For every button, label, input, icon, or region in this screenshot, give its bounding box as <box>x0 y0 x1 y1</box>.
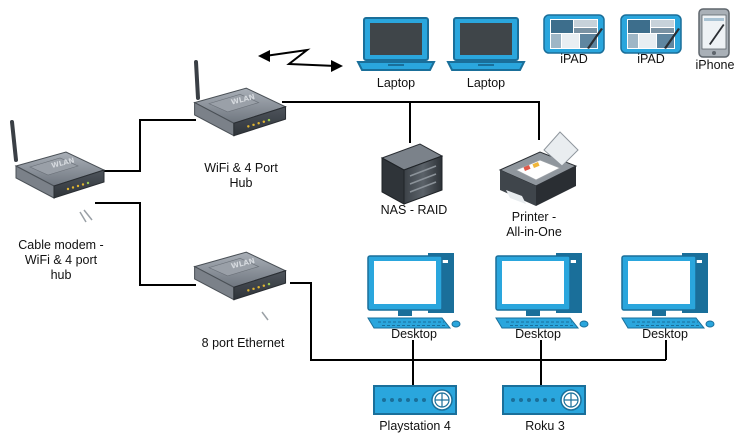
ipad-2-icon <box>620 14 682 54</box>
cable-hub-to-printer <box>282 101 540 140</box>
wireless-arrow-right-icon <box>331 60 343 72</box>
cable-modem-to-wifi-hub <box>95 119 196 172</box>
label-ipad-1: iPAD <box>560 52 588 66</box>
laptop-1-icon <box>357 17 435 71</box>
ethernet-switch-icon <box>194 251 287 321</box>
label-playstation: Playstation 4 <box>379 419 451 433</box>
desktop-3-icon <box>621 252 715 329</box>
desktop-1-icon <box>367 252 461 329</box>
label-roku: Roku 3 <box>525 419 565 433</box>
cable-modem-router-icon <box>10 120 105 223</box>
label-cable-modem: Cable modem - WiFi & 4 port hub <box>18 238 104 282</box>
label-laptop-2: Laptop <box>466 76 506 90</box>
desktop-2-icon <box>495 252 589 329</box>
cable-modem-to-ethernet <box>95 202 196 286</box>
label-desktop-3: Desktop <box>642 327 688 341</box>
cable-ethernet-bus <box>290 282 666 361</box>
wireless-signal-icon <box>264 48 337 67</box>
laptop-2-icon <box>447 17 525 71</box>
label-wifi-hub: WiFi & 4 Port Hub <box>204 161 278 190</box>
printer-icon <box>498 131 579 206</box>
wifi-hub-router-icon <box>194 60 287 137</box>
label-nas: NAS - RAID <box>380 203 448 217</box>
ipad-1-icon <box>543 14 605 54</box>
label-printer: Printer - All-in-One <box>506 210 562 239</box>
playstation-icon <box>373 385 457 415</box>
iphone-icon <box>698 8 730 58</box>
label-laptop-1: Laptop <box>376 76 416 90</box>
label-iphone: iPhone <box>695 58 735 72</box>
wireless-arrow-left-icon <box>258 50 270 62</box>
nas-icon <box>380 143 444 205</box>
label-ethernet-switch: 8 port Ethernet <box>201 336 285 350</box>
label-desktop-2: Desktop <box>515 327 561 341</box>
label-ipad-2: iPAD <box>637 52 665 66</box>
cables <box>95 101 667 388</box>
label-desktop-1: Desktop <box>391 327 437 341</box>
roku-icon <box>502 385 586 415</box>
